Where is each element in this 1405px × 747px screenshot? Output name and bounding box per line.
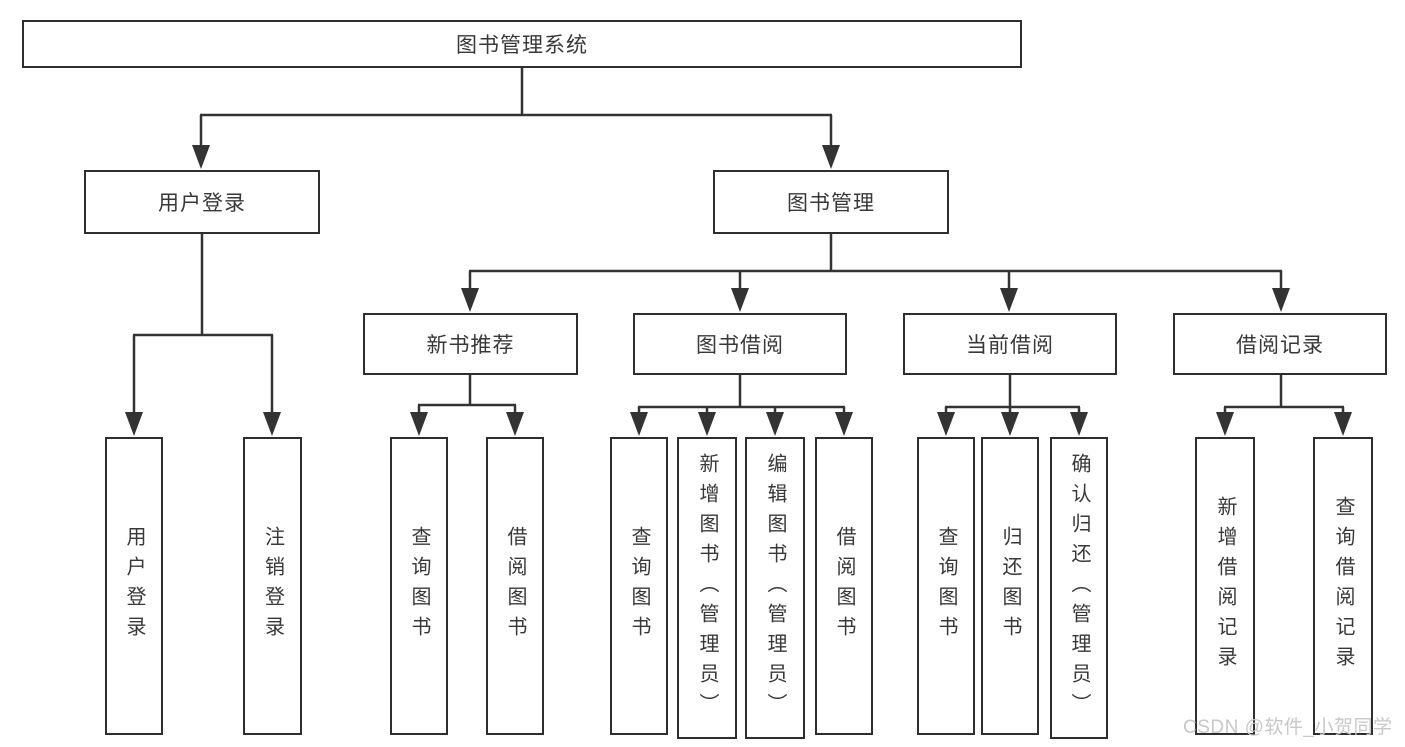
leaf-user-login: 用户登录 <box>105 437 163 735</box>
leaf-current-return-book-label: 归还图书 <box>999 526 1021 646</box>
node-book-management: 图书管理 <box>713 170 949 234</box>
leaf-borrow-borrow-book-label: 借阅图书 <box>833 526 855 646</box>
leaf-borrow-edit-book-admin-label: 编辑图书（管理员） <box>764 453 786 723</box>
leaf-newrec-query-book: 查询图书 <box>390 437 448 735</box>
leaf-borrow-query-book: 查询图书 <box>610 437 668 735</box>
node-borrow-records-label: 借阅记录 <box>1236 334 1324 357</box>
node-book-borrow-label: 图书借阅 <box>696 334 784 357</box>
node-root-label: 图书管理系统 <box>456 34 588 57</box>
leaf-newrec-borrow-book: 借阅图书 <box>486 437 544 735</box>
leaf-borrow-edit-book-admin: 编辑图书（管理员） <box>745 437 805 739</box>
leaf-current-confirm-return-admin: 确认归还（管理员） <box>1050 437 1108 739</box>
node-user-login: 用户登录 <box>84 170 320 234</box>
leaf-current-return-book: 归还图书 <box>981 437 1039 735</box>
node-current-borrow-label: 当前借阅 <box>966 334 1054 357</box>
watermark-text: CSDN @软件_小贺同学 <box>1183 717 1393 738</box>
leaf-newrec-borrow-book-label: 借阅图书 <box>504 526 526 646</box>
leaf-borrow-add-book-admin: 新增图书（管理员） <box>677 437 737 739</box>
leaf-newrec-query-book-label: 查询图书 <box>408 526 430 646</box>
leaf-records-query-record: 查询借阅记录 <box>1313 437 1373 735</box>
leaf-logout-login: 注销登录 <box>243 437 302 735</box>
leaf-logout-login-label: 注销登录 <box>261 526 284 646</box>
node-user-login-label: 用户登录 <box>158 192 246 215</box>
node-book-management-label: 图书管理 <box>787 192 875 215</box>
leaf-borrow-add-book-admin-label: 新增图书（管理员） <box>696 453 718 723</box>
node-book-borrow: 图书借阅 <box>633 313 847 375</box>
node-borrow-records: 借阅记录 <box>1173 313 1387 375</box>
leaf-records-add-record-label: 新增借阅记录 <box>1214 496 1236 676</box>
leaf-records-add-record: 新增借阅记录 <box>1195 437 1255 735</box>
node-new-book-recommend-label: 新书推荐 <box>426 334 515 357</box>
leaf-borrow-query-book-label: 查询图书 <box>628 526 650 646</box>
leaf-user-login-label: 用户登录 <box>123 526 145 646</box>
node-new-book-recommend: 新书推荐 <box>363 313 578 375</box>
arrowhead-group <box>125 145 1352 436</box>
node-current-borrow: 当前借阅 <box>903 313 1117 375</box>
leaf-current-query-book: 查询图书 <box>917 437 975 735</box>
node-root: 图书管理系统 <box>22 20 1022 68</box>
leaf-current-confirm-return-admin-label: 确认归还（管理员） <box>1068 453 1090 723</box>
leaf-records-query-record-label: 查询借阅记录 <box>1332 496 1354 676</box>
leaf-borrow-borrow-book: 借阅图书 <box>815 437 873 735</box>
leaf-current-query-book-label: 查询图书 <box>935 526 957 646</box>
